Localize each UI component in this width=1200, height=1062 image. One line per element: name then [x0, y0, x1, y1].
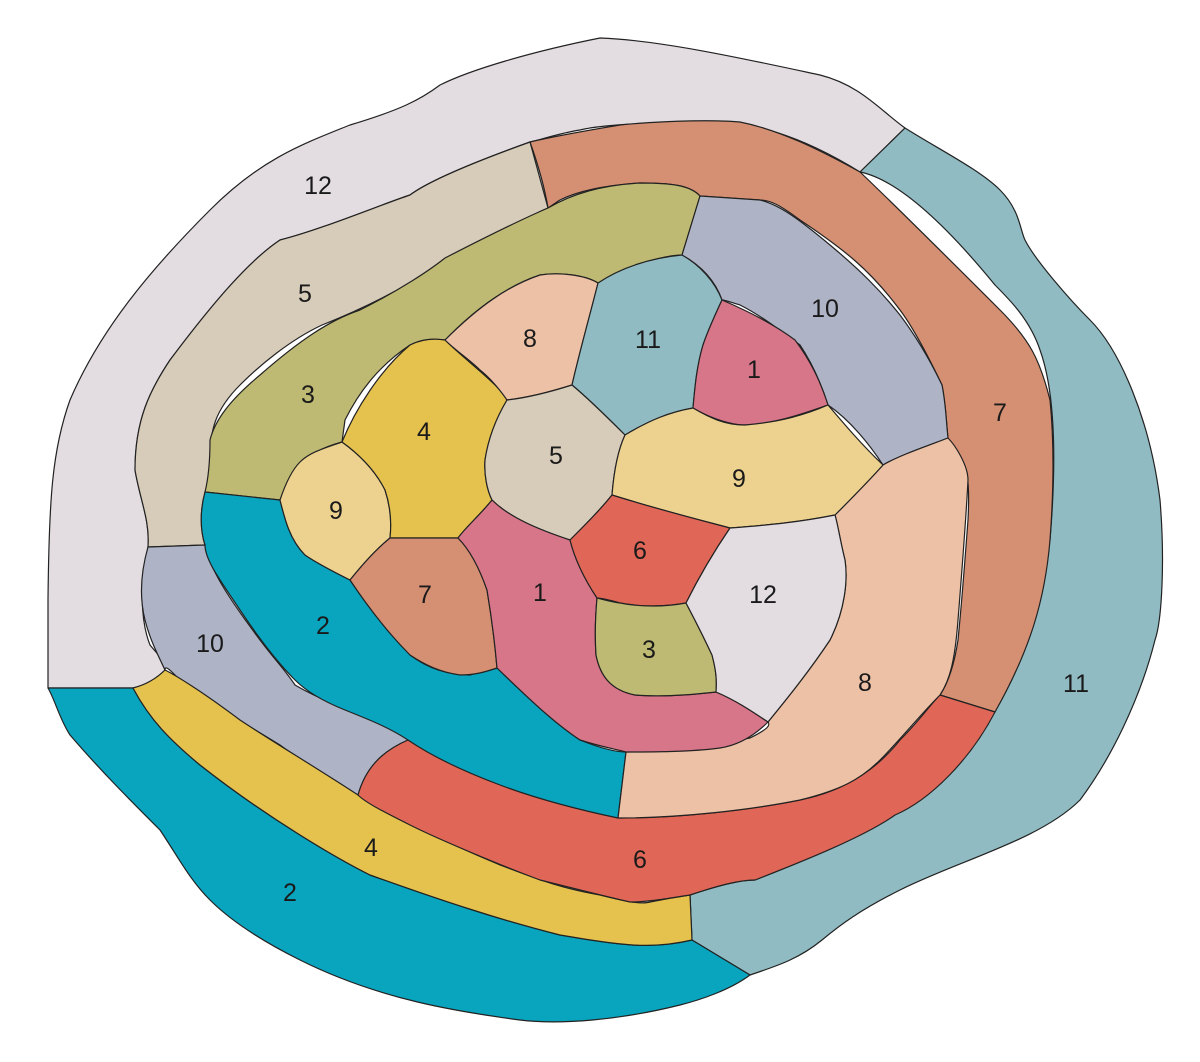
label-band-2: 2 — [316, 612, 330, 640]
label-inner-3: 3 — [642, 636, 656, 664]
label-band-10b: 10 — [811, 295, 839, 323]
label-inner-6: 6 — [633, 537, 647, 565]
label-inner-4: 4 — [417, 418, 431, 446]
label-inner-11: 11 — [635, 326, 661, 354]
region-outer-11 — [689, 127, 1164, 976]
label-band-10: 10 — [196, 630, 224, 658]
label-inner-1b: 1 — [533, 579, 547, 607]
label-inner-9a: 9 — [329, 497, 343, 525]
label-inner-8: 8 — [523, 325, 537, 353]
label-band-7: 7 — [993, 399, 1007, 427]
label-band-4: 4 — [364, 834, 378, 862]
region-labels: 12 11 2 7 5 10 4 6 3 2 10 8 9 4 8 11 1 5… — [196, 172, 1089, 907]
label-band-3: 3 — [301, 381, 315, 409]
label-band-6: 6 — [633, 846, 647, 874]
label-inner-12: 12 — [749, 581, 777, 609]
label-outer-12: 12 — [304, 172, 332, 200]
label-outer-2: 2 — [283, 879, 297, 907]
label-inner-5: 5 — [549, 442, 563, 470]
label-band-8: 8 — [858, 669, 872, 697]
region-band-4 — [132, 669, 693, 947]
label-inner-7: 7 — [418, 581, 432, 609]
label-inner-1a: 1 — [747, 356, 761, 384]
label-inner-9b: 9 — [732, 465, 746, 493]
region-inner-12 — [685, 514, 847, 723]
label-outer-11: 11 — [1063, 670, 1089, 698]
label-band-5: 5 — [298, 280, 312, 308]
